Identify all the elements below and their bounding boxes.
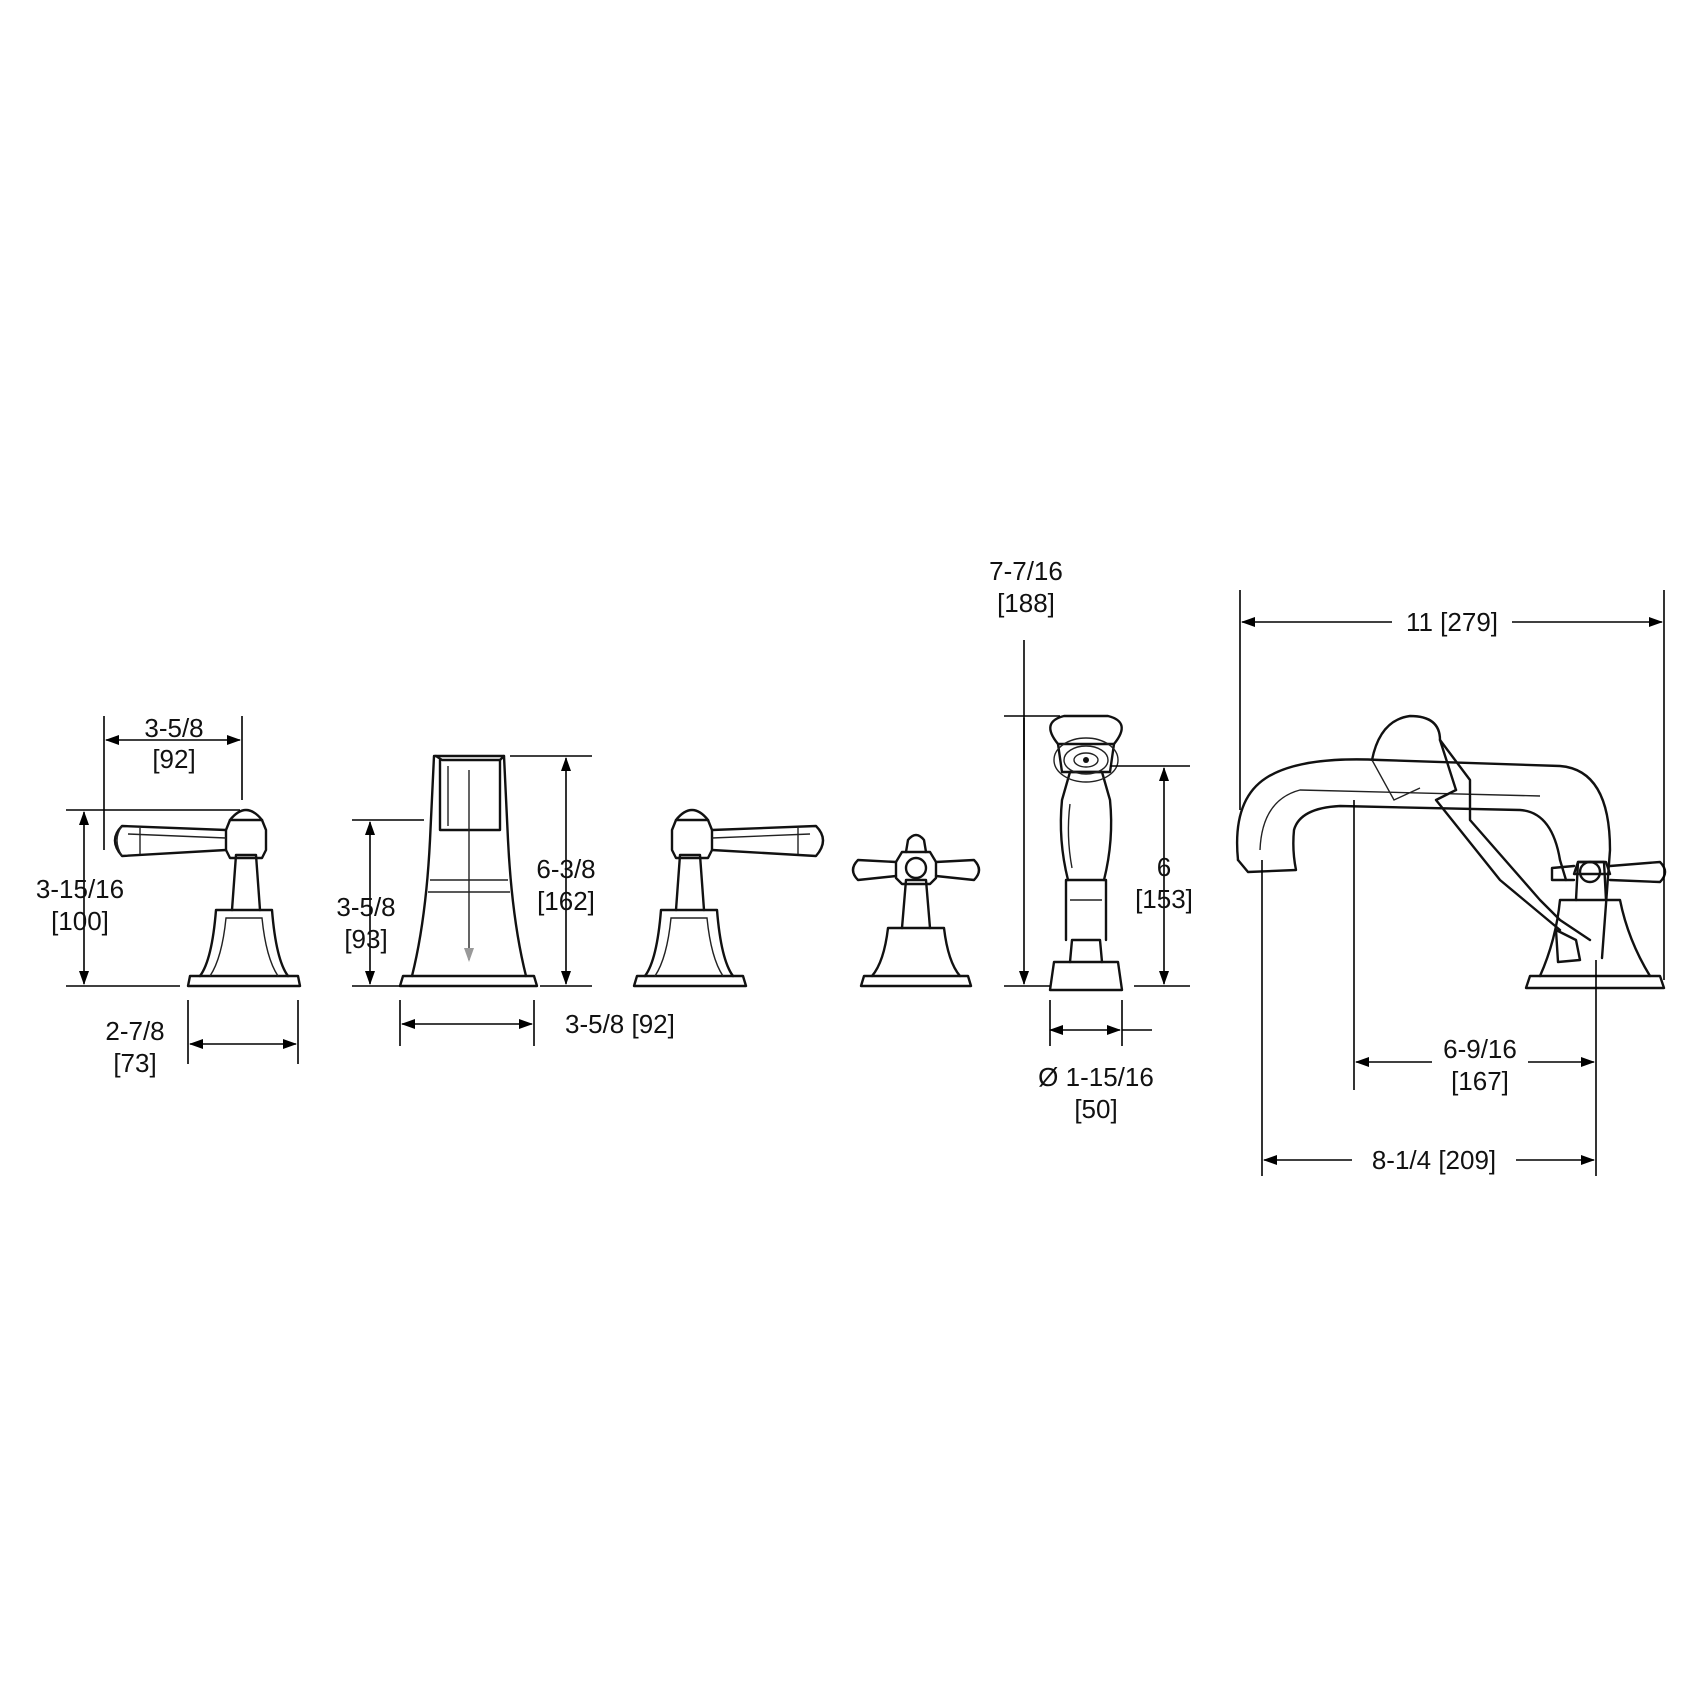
handshower-total-inch: 7-7/16 bbox=[989, 556, 1063, 586]
handshower-height-inch: 6 bbox=[1157, 852, 1171, 882]
center-lever-handle bbox=[632, 808, 825, 988]
hand-shower bbox=[1048, 714, 1124, 992]
assembly-center-mm: [167] bbox=[1451, 1066, 1509, 1096]
spout-base-label: 3-5/8 [92] bbox=[565, 1009, 675, 1039]
cross-handle bbox=[851, 833, 981, 988]
handshower-total-mm: [188] bbox=[997, 588, 1055, 618]
assembly-spread-label: 8-1/4 [209] bbox=[1372, 1145, 1496, 1175]
left-handle-width-inch: 3-5/8 bbox=[144, 713, 203, 743]
left-handle-base-mm: [73] bbox=[113, 1048, 156, 1078]
dimension-labels: 3-5/8 [92] 3-15/16 [100] 2-7/8 [73] 3-5/… bbox=[36, 556, 1517, 1175]
assembly-side-view bbox=[1236, 714, 1667, 990]
handshower-diameter-mm: [50] bbox=[1074, 1094, 1117, 1124]
assembly-width-label: 11 [279] bbox=[1406, 607, 1498, 637]
handshower-diameter-inch: Ø 1-15/16 bbox=[1038, 1062, 1154, 1092]
left-lever-handle bbox=[113, 808, 302, 988]
left-handle-height-mm: [100] bbox=[51, 906, 109, 936]
assembly-center-inch: 6-9/16 bbox=[1443, 1034, 1517, 1064]
dimension-arrows bbox=[79, 617, 1663, 1165]
extension-lines bbox=[66, 590, 1665, 1176]
spout-reach-mm: [93] bbox=[344, 924, 387, 954]
left-handle-width-mm: [92] bbox=[152, 744, 195, 774]
spout-height-mm: [162] bbox=[537, 886, 595, 916]
handshower-height-mm: [153] bbox=[1135, 884, 1193, 914]
spout-front bbox=[398, 754, 539, 988]
spout-height-inch: 6-3/8 bbox=[536, 854, 595, 884]
left-handle-base-inch: 2-7/8 bbox=[105, 1016, 164, 1046]
spout-reach-inch: 3-5/8 bbox=[336, 892, 395, 922]
left-handle-height-inch: 3-15/16 bbox=[36, 874, 124, 904]
